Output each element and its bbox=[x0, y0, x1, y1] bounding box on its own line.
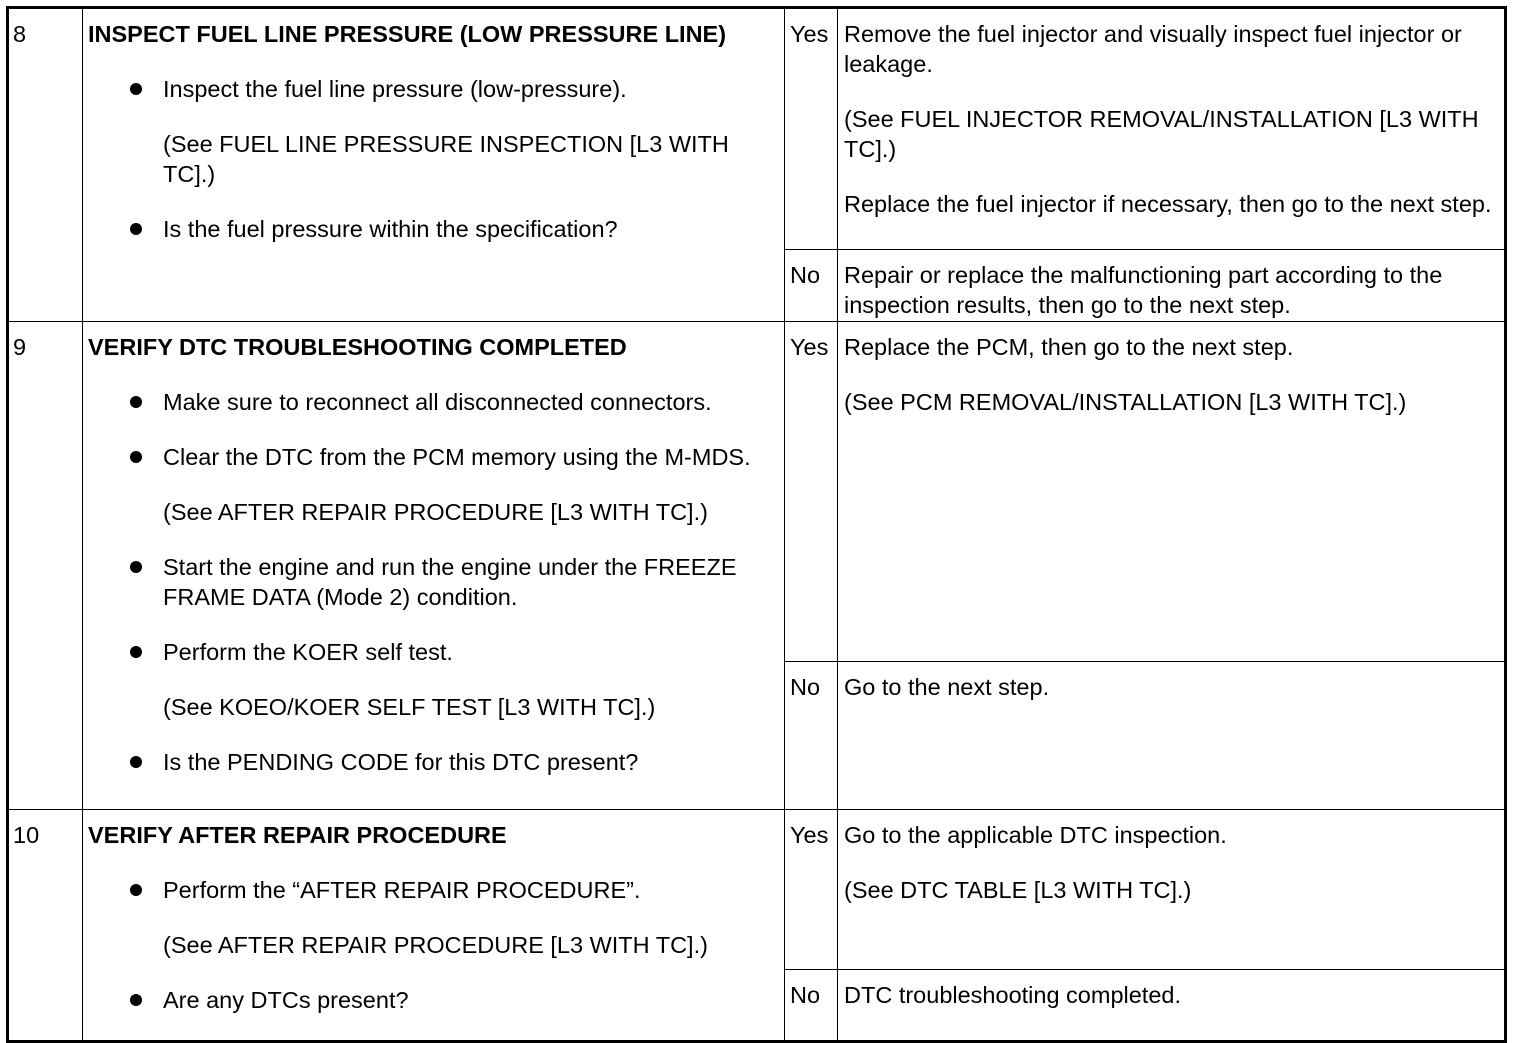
no-label-cell: No bbox=[784, 661, 838, 810]
bullet-dot-icon bbox=[130, 994, 142, 1006]
bullet-item: Inspect the fuel line pressure (low-pres… bbox=[88, 74, 774, 104]
no-result-cell: DTC troubleshooting completed. bbox=[837, 968, 1506, 1043]
bullet-dot-icon bbox=[130, 756, 142, 768]
yes-label-cell: Yes bbox=[784, 321, 838, 662]
bullet-dot-icon bbox=[130, 83, 142, 95]
result-text: Go to the applicable DTC inspection. bbox=[844, 822, 1227, 848]
bullet-item: Perform the KOER self test. bbox=[88, 637, 774, 667]
no-label: No bbox=[790, 981, 821, 1008]
bullet-item: Make sure to reconnect all disconnected … bbox=[88, 387, 774, 417]
action-cell: VERIFY AFTER REPAIR PROCEDURE Perform th… bbox=[82, 809, 785, 1042]
result-text: Remove the fuel injector and visually in… bbox=[844, 21, 1462, 77]
step-number: 8 bbox=[13, 21, 27, 47]
no-result-cell: Go to the next step. bbox=[837, 661, 1506, 810]
action-cell: INSPECT FUEL LINE PRESSURE (LOW PRESSURE… bbox=[82, 7, 785, 322]
result-reference: (See DTC TABLE [L3 WITH TC].) bbox=[844, 877, 1192, 903]
bullet-dot-icon bbox=[130, 884, 142, 896]
bullet-item: Are any DTCs present? bbox=[88, 985, 774, 1015]
step-title: VERIFY DTC TROUBLESHOOTING COMPLETED bbox=[88, 334, 627, 360]
no-label: No bbox=[790, 262, 821, 288]
yes-label: Yes bbox=[790, 21, 829, 47]
step-number: 10 bbox=[13, 822, 40, 848]
no-result-cell: Repair or replace the malfunctioning par… bbox=[837, 249, 1506, 322]
page: 8 INSPECT FUEL LINE PRESSURE (LOW PRESSU… bbox=[6, 6, 1507, 1043]
bullet-item: Is the PENDING CODE for this DTC present… bbox=[88, 747, 774, 777]
result-text: Repair or replace the malfunctioning par… bbox=[844, 262, 1443, 318]
yes-label-cell: Yes bbox=[784, 809, 838, 970]
result-text: DTC troubleshooting completed. bbox=[844, 981, 1182, 1008]
step-number: 9 bbox=[13, 334, 27, 360]
bullet-dot-icon bbox=[130, 561, 142, 573]
yes-label: Yes bbox=[790, 822, 829, 848]
bullet-dot-icon bbox=[130, 646, 142, 658]
bullet-dot-icon bbox=[130, 451, 142, 463]
step-row: 8 INSPECT FUEL LINE PRESSURE (LOW PRESSU… bbox=[7, 7, 1506, 322]
result-text: Replace the PCM, then go to the next ste… bbox=[844, 334, 1294, 360]
step-title: INSPECT FUEL LINE PRESSURE (LOW PRESSURE… bbox=[88, 21, 727, 47]
result-reference: (See PCM REMOVAL/INSTALLATION [L3 WITH T… bbox=[844, 389, 1407, 415]
yes-label: Yes bbox=[790, 334, 829, 360]
reference-note: (See FUEL LINE PRESSURE INSPECTION [L3 W… bbox=[163, 131, 729, 187]
bullet-item: Start the engine and run the engine unde… bbox=[88, 552, 774, 612]
troubleshooting-table: 8 INSPECT FUEL LINE PRESSURE (LOW PRESSU… bbox=[6, 6, 1507, 1043]
action-cell: VERIFY DTC TROUBLESHOOTING COMPLETED Mak… bbox=[82, 321, 785, 810]
result-text: Go to the next step. bbox=[844, 674, 1050, 700]
reference-note: (See KOEO/KOER SELF TEST [L3 WITH TC].) bbox=[163, 694, 656, 720]
yes-result-cell: Go to the applicable DTC inspection. (Se… bbox=[837, 809, 1506, 970]
no-label-cell: No bbox=[784, 968, 838, 1043]
step-number-cell: 10 bbox=[7, 809, 83, 1042]
step-row-no: No Go to the next step. bbox=[8, 661, 1506, 810]
step-row-no: No Repair or replace the malfunctioning … bbox=[8, 249, 1506, 322]
no-label-cell: No bbox=[784, 249, 838, 322]
yes-result-cell: Replace the PCM, then go to the next ste… bbox=[837, 321, 1506, 662]
yes-result-cell: Remove the fuel injector and visually in… bbox=[837, 7, 1506, 250]
step-row: 10 VERIFY AFTER REPAIR PROCEDURE Perform… bbox=[7, 809, 1506, 1042]
bullet-item: Is the fuel pressure within the specific… bbox=[88, 214, 774, 244]
bullet-dot-icon bbox=[130, 396, 142, 408]
step-row: 9 VERIFY DTC TROUBLESHOOTING COMPLETED M… bbox=[7, 321, 1506, 810]
step-number-cell: 8 bbox=[7, 7, 83, 322]
bullet-item: Clear the DTC from the PCM memory using … bbox=[88, 442, 774, 472]
reference-note: (See AFTER REPAIR PROCEDURE [L3 WITH TC]… bbox=[163, 499, 708, 525]
step-title: VERIFY AFTER REPAIR PROCEDURE bbox=[88, 822, 507, 848]
reference-note: (See AFTER REPAIR PROCEDURE [L3 WITH TC]… bbox=[163, 932, 708, 958]
no-label: No bbox=[790, 674, 821, 700]
bullet-dot-icon bbox=[130, 223, 142, 235]
yes-label-cell: Yes bbox=[784, 7, 838, 250]
bullet-item: Perform the “AFTER REPAIR PROCEDURE”. bbox=[88, 875, 774, 905]
step-number-cell: 9 bbox=[7, 321, 83, 810]
result-reference: (See FUEL INJECTOR REMOVAL/INSTALLATION … bbox=[844, 106, 1479, 162]
result-text: Replace the fuel injector if necessary, … bbox=[844, 191, 1492, 217]
